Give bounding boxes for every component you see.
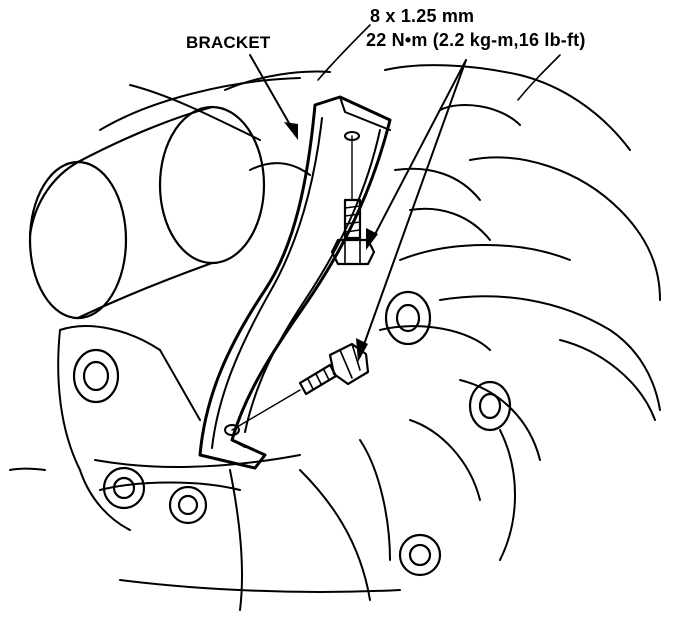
bolt-size-label: 8 x 1.25 mm	[370, 6, 475, 26]
bolt-lower	[298, 342, 370, 396]
torque-spec-label: 22 N•m (2.2 kg-m,16 lb-ft)	[366, 30, 586, 50]
bracket-label: BRACKET	[186, 33, 271, 52]
cylinder-component	[28, 105, 266, 320]
arrowhead-torque-upper	[366, 228, 378, 250]
arrowhead-torque-lower	[356, 338, 368, 362]
leader-torque-upper	[371, 59, 467, 241]
bracket	[198, 95, 392, 470]
arrowheads	[284, 122, 378, 362]
leader-torque-line	[517, 54, 561, 101]
mounting-holes	[72, 290, 512, 577]
leader-lines	[231, 24, 561, 431]
arrowhead-bracket	[284, 122, 298, 140]
leader-size	[317, 24, 371, 81]
engine-housing-outline	[9, 64, 661, 611]
leader-torque-lower	[361, 59, 467, 351]
leader-bracket	[249, 54, 294, 131]
